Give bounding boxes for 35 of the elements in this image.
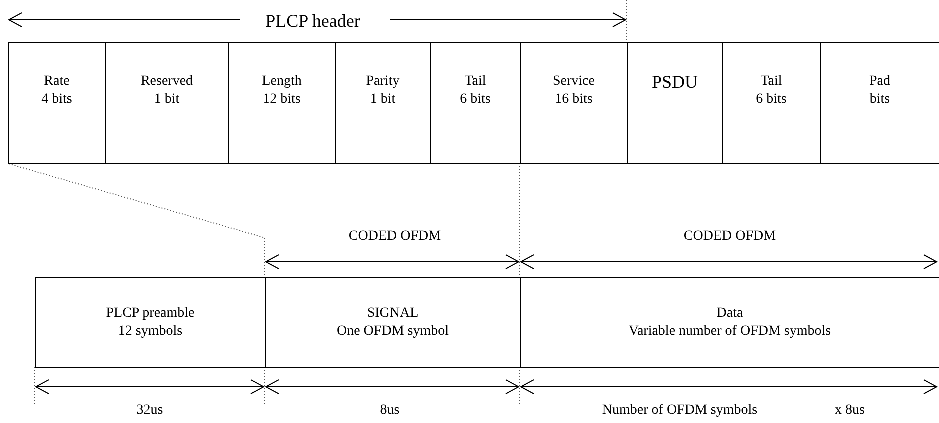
- field-name: PSDU: [652, 73, 698, 91]
- field-cell: [520, 42, 628, 164]
- field-name: PLCP preamble: [106, 304, 195, 322]
- field-name: Reserved: [140, 73, 194, 91]
- frame-segment-box: [35, 277, 266, 368]
- field-name: Service: [553, 73, 595, 91]
- field-cell: [430, 42, 521, 164]
- field-name: Length: [262, 73, 302, 91]
- field-cell: [8, 42, 106, 164]
- field-size: 12 symbols: [118, 322, 183, 340]
- field-size: bits: [870, 91, 890, 109]
- field-name: Tail: [760, 73, 782, 91]
- field-size: 1 bit: [370, 91, 396, 109]
- field-name: SIGNAL: [367, 304, 419, 322]
- field-name: Data: [716, 304, 744, 322]
- field-cell: [105, 42, 229, 164]
- field-size: Variable number of OFDM symbols: [628, 322, 832, 340]
- field-cell: [627, 42, 723, 164]
- field-name: Pad: [870, 73, 890, 91]
- field-cell: [228, 42, 336, 164]
- frame-segment-box: [520, 277, 939, 368]
- field-size: 6 bits: [756, 91, 787, 109]
- field-size: One OFDM symbol: [336, 322, 449, 340]
- field-name: Rate: [44, 73, 70, 91]
- field-cell: [820, 42, 939, 164]
- field-name: Tail: [464, 73, 486, 91]
- field-size: 4 bits: [42, 91, 72, 109]
- field-cell: [722, 42, 821, 164]
- field-name: Parity: [366, 73, 400, 91]
- field-size: 1 bit: [154, 91, 180, 109]
- frame-segment-box: [265, 277, 521, 368]
- field-size: 6 bits: [460, 91, 491, 109]
- field-size: 16 bits: [555, 91, 593, 109]
- field-cell: [335, 42, 431, 164]
- field-size: 12 bits: [263, 91, 301, 109]
